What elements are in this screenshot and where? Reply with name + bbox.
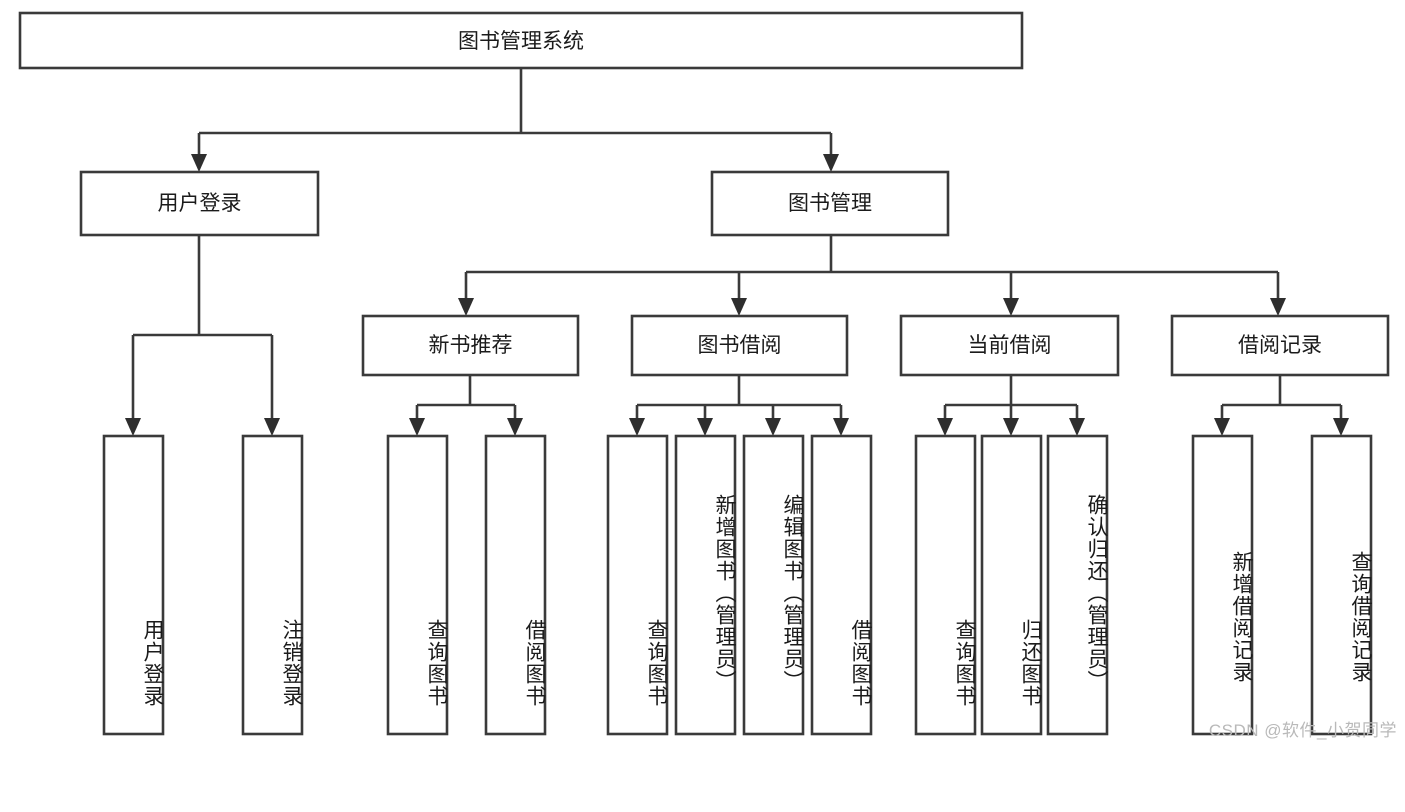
node-borrow-record[interactable]: 借阅记录 <box>1170 314 1390 377</box>
node-leaf-user-login[interactable] <box>102 434 165 736</box>
node-book-borrow[interactable]: 图书借阅 <box>630 314 849 377</box>
node-leaf-add-record[interactable] <box>1191 434 1254 736</box>
connector-userlogin-to-leaves <box>125 235 280 436</box>
node-leaf-query-book-2[interactable] <box>606 434 669 736</box>
diagram-canvas: 图书管理系统 用户登录 图书管理 新书推荐 图书借阅 当前借阅 借阅记录 <box>18 11 1390 736</box>
node-book-manage[interactable]: 图书管理 <box>710 170 950 237</box>
node-leaf-add-book[interactable] <box>674 434 737 736</box>
node-leaf-borrow-book-1[interactable] <box>484 434 547 736</box>
node-user-login[interactable]: 用户登录 <box>79 170 320 237</box>
node-current-borrow-label: 当前借阅 <box>968 334 1052 357</box>
node-user-login-label: 用户登录 <box>158 192 242 215</box>
node-root[interactable]: 图书管理系统 <box>18 11 1024 70</box>
node-book-manage-label: 图书管理 <box>788 192 872 215</box>
node-leaf-logout-login[interactable] <box>241 434 304 736</box>
watermark: CSDN @软件_小贺同学 <box>1208 721 1397 740</box>
node-book-borrow-label: 图书借阅 <box>698 334 782 357</box>
node-new-book-recommend[interactable]: 新书推荐 <box>361 314 580 377</box>
hierarchy-diagram: 图书管理系统 用户登录 图书管理 新书推荐 图书借阅 当前借阅 借阅记录 <box>18 11 1397 740</box>
connector-newbook-to-leaves <box>409 375 523 436</box>
node-current-borrow[interactable]: 当前借阅 <box>899 314 1120 377</box>
node-root-label: 图书管理系统 <box>458 30 584 53</box>
connector-borrowrecord-to-leaves <box>1214 375 1349 436</box>
node-leaf-edit-book[interactable] <box>742 434 805 736</box>
node-leaf-borrow-book-2[interactable] <box>810 434 873 736</box>
node-leaf-query-book-3[interactable] <box>914 434 977 736</box>
node-leaf-query-book-1[interactable] <box>386 434 449 736</box>
node-leaf-return-book[interactable] <box>980 434 1043 736</box>
node-borrow-record-label: 借阅记录 <box>1238 334 1322 357</box>
node-leaf-confirm-return[interactable] <box>1046 434 1109 736</box>
connector-bookborrow-to-leaves <box>629 375 849 436</box>
node-leaf-query-record[interactable] <box>1310 434 1373 736</box>
node-new-book-recommend-label: 新书推荐 <box>429 334 513 357</box>
connector-currentborrow-to-leaves <box>937 375 1085 436</box>
connector-root-to-level1 <box>191 68 839 172</box>
connector-bookmanage-to-level2 <box>458 235 1286 316</box>
